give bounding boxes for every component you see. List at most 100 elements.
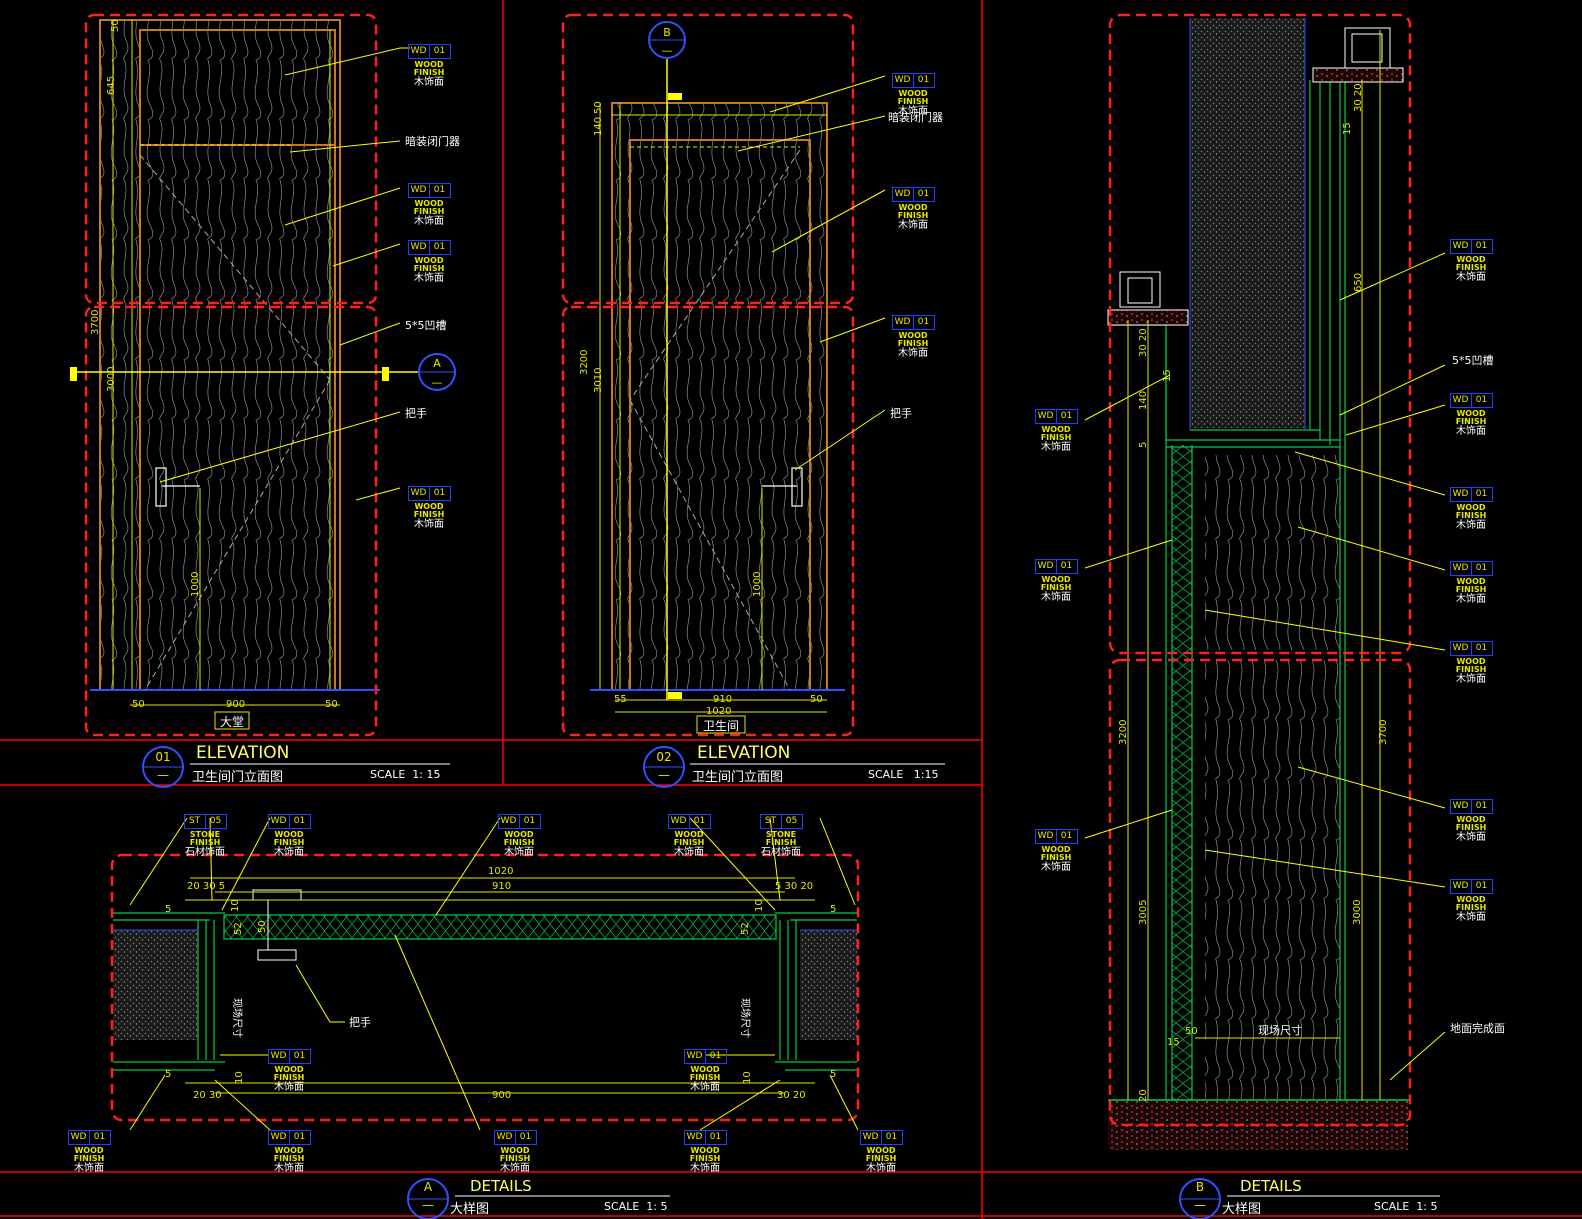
tag-en: WOOD FINISH xyxy=(1455,577,1487,594)
tag-num: 01 xyxy=(917,189,930,199)
tag-cn: 木饰面 xyxy=(1456,594,1486,605)
tag-code: WD xyxy=(1451,488,1472,501)
tag-code: ST xyxy=(185,815,206,828)
tag-en: WOOD FINISH xyxy=(689,1146,721,1163)
detailB-dim-20: 20 xyxy=(1138,1089,1149,1102)
elev2-title-main: ELEVATION xyxy=(697,743,791,763)
tag-en: WOOD FINISH xyxy=(673,830,705,847)
tag-cn: 木饰面 xyxy=(500,1163,530,1174)
detailB-dim-140: 140 xyxy=(1138,391,1149,410)
tag-num: 01 xyxy=(433,46,446,56)
tag-cn: 木饰面 xyxy=(414,273,444,284)
tag-cn: 木饰面 xyxy=(1456,272,1486,283)
detailB-dim-15: 15 xyxy=(1342,122,1353,135)
detailA-title-scale: SCALE 1: 5 xyxy=(604,1200,668,1213)
tag-cn: 木饰面 xyxy=(414,519,444,530)
detailB-dim-50: 50 xyxy=(1185,1026,1198,1037)
tag-code: WD xyxy=(1451,642,1472,655)
elev1-dim-50-left: 50 xyxy=(132,699,145,710)
elev2-dim-140: 140 xyxy=(593,117,604,136)
tag-cn: 木饰面 xyxy=(674,847,704,858)
tag-cn: 木饰面 xyxy=(1041,442,1071,453)
detailB-dim-3000: 3000 xyxy=(1352,900,1363,925)
detailA-dim-900: 900 xyxy=(492,1090,511,1101)
detailA-dim-10-bl: 10 xyxy=(234,1071,245,1084)
elev1-section-dash: — xyxy=(432,376,443,389)
tag-cn: 木饰面 xyxy=(898,106,928,117)
elev1-section-letter: A xyxy=(433,357,441,370)
detailA-handle-note: 把手 xyxy=(349,1015,371,1029)
tag-num: 01 xyxy=(1060,561,1073,571)
tag-cn: 木饰面 xyxy=(866,1163,896,1174)
tag-num: 01 xyxy=(523,816,536,826)
detailB-dim-650: 650 xyxy=(1353,273,1364,292)
tag-cn: 木饰面 xyxy=(504,847,534,858)
tag-cn: 木饰面 xyxy=(1456,912,1486,923)
detailB-site-measure: 现场尺寸 xyxy=(1258,1023,1302,1037)
tag-en: WOOD FINISH xyxy=(1040,425,1072,442)
tag-code: WD xyxy=(409,45,430,58)
elev2-title-num: 02 xyxy=(656,750,672,764)
detailB-dim-30-20-top: 30 20 xyxy=(1353,83,1364,112)
detailA-site-measure-left: 现场尺寸 xyxy=(231,998,244,1038)
elev1-title-scale: SCALE 1: 15 xyxy=(370,768,441,781)
elev2-room-label: 卫生间 xyxy=(703,719,739,733)
tag-code: WD xyxy=(861,1131,882,1144)
tag-code: WD xyxy=(499,815,520,828)
detailA-dim-5-bl: 5 xyxy=(165,1069,171,1080)
tag-code: WD xyxy=(893,188,914,201)
detailA-dim-20-30-5: 20 30 5 xyxy=(187,881,225,892)
elev1-room-label: 大堂 xyxy=(220,715,244,729)
elev2-dim-50: 50 xyxy=(593,101,604,114)
elev1-dim-900: 900 xyxy=(226,699,245,710)
tag-code: WD xyxy=(893,316,914,329)
tag-code: WD xyxy=(1036,410,1057,423)
detailA-dim-52-right: 52 xyxy=(740,922,751,935)
detailA-dim-50-left: 50 xyxy=(257,920,268,933)
tag-en: WOOD FINISH xyxy=(689,1065,721,1082)
tag-code: WD xyxy=(1451,562,1472,575)
tag-num: 05 xyxy=(209,816,222,826)
elev1-dim-50-right: 50 xyxy=(325,699,338,710)
tag-cn: 木饰面 xyxy=(274,847,304,858)
elev1-groove-note: 5*5凹槽 xyxy=(405,319,447,332)
tag-num: 01 xyxy=(1475,643,1488,653)
detailA-dim-52-left: 52 xyxy=(233,922,244,935)
tag-cn: 石材饰面 xyxy=(761,847,801,858)
tag-code: WD xyxy=(669,815,690,828)
tag-num: 01 xyxy=(885,1132,898,1142)
tag-code: WD xyxy=(269,1050,290,1063)
tag-en: WOOD FINISH xyxy=(1455,815,1487,832)
tag-cn: 木饰面 xyxy=(690,1163,720,1174)
detailA-dim-5-left: 5 xyxy=(165,904,171,915)
tag-en: WOOD FINISH xyxy=(413,199,445,216)
tag-en: WOOD FINISH xyxy=(897,203,929,220)
tag-num: 01 xyxy=(433,242,446,252)
tag-cn: 木饰面 xyxy=(414,216,444,227)
title-symbols xyxy=(142,746,1221,1219)
tag-num: 01 xyxy=(1475,881,1488,891)
tag-cn: 木饰面 xyxy=(274,1082,304,1093)
tag-code: WD xyxy=(1451,240,1472,253)
elev2-dim-910: 910 xyxy=(713,694,732,705)
tag-code: WD xyxy=(269,815,290,828)
tag-num: 01 xyxy=(693,816,706,826)
tag-num: 01 xyxy=(1060,831,1073,841)
tag-code: WD xyxy=(69,1131,90,1144)
tag-code: WD xyxy=(685,1050,706,1063)
